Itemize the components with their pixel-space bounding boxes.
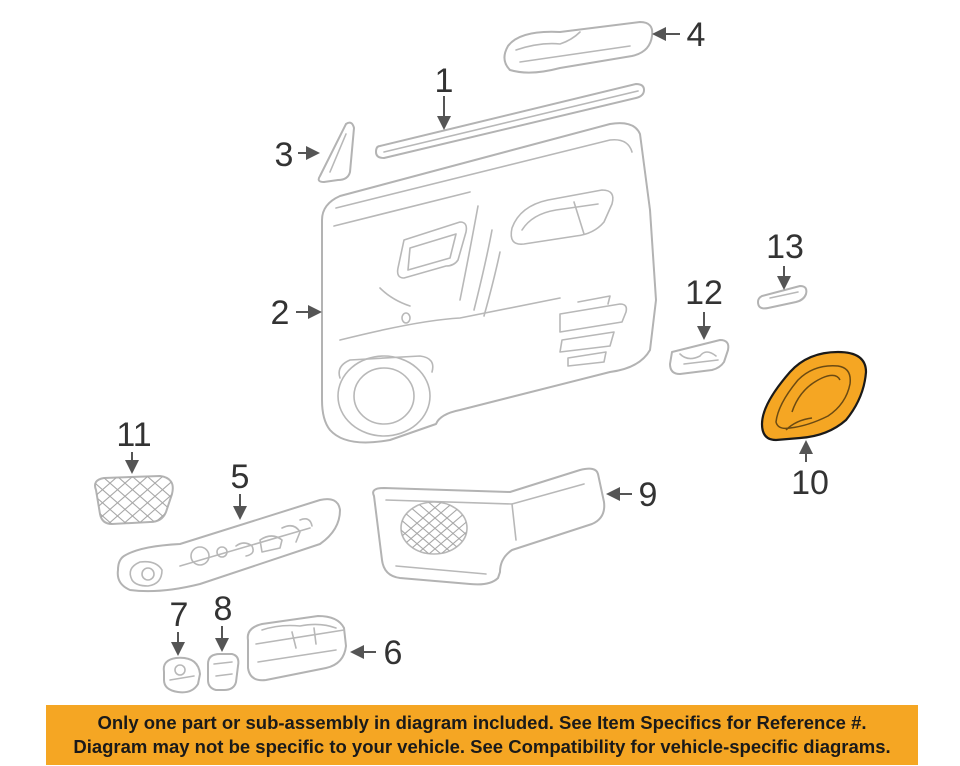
part-8-small-switch[interactable] — [207, 653, 240, 691]
callout-3: 3 — [275, 136, 294, 174]
disclaimer-line-2: Diagram may not be specific to your vehi… — [73, 736, 891, 757]
part-4-trim-cap[interactable] — [503, 21, 654, 74]
callout-5: 5 — [231, 458, 250, 496]
callout-7: 7 — [170, 596, 189, 634]
callout-8: 8 — [214, 590, 233, 628]
part-11-speaker-grille[interactable] — [45, 470, 220, 540]
disclaimer-line-1: Only one part or sub-assembly in diagram… — [97, 712, 867, 733]
callout-12: 12 — [685, 274, 723, 312]
part-7-switch-knob[interactable] — [162, 656, 201, 694]
part-13-clip[interactable] — [757, 285, 808, 310]
part-6-switch-housing[interactable] — [246, 615, 347, 682]
callout-6: 6 — [384, 634, 403, 672]
part-10-inside-handle-bezel[interactable] — [760, 350, 868, 442]
callout-4: 4 — [687, 16, 706, 54]
part-1-weatherstrip[interactable] — [375, 83, 645, 159]
callout-numbers: 1 2 3 4 5 6 7 8 9 10 11 12 13 — [116, 16, 829, 672]
callout-11: 11 — [116, 416, 151, 454]
disclaimer-banner: Only one part or sub-assembly in diagram… — [46, 705, 918, 765]
callout-10: 10 — [791, 464, 829, 502]
callout-1: 1 — [435, 62, 454, 100]
callout-13: 13 — [766, 228, 804, 266]
callout-2: 2 — [271, 294, 290, 332]
part-9-map-pocket[interactable] — [366, 467, 606, 586]
leader-lines — [125, 27, 813, 659]
part-12-handle-bezel[interactable] — [669, 339, 730, 375]
part-2-door-trim-panel[interactable] — [321, 122, 657, 444]
door-trim-exploded-diagram: 1 2 3 4 5 6 7 8 9 10 11 12 13 — [45, 16, 868, 694]
part-3-mirror-trim[interactable] — [317, 121, 355, 183]
callout-9: 9 — [639, 476, 658, 514]
part-5-armrest-switch-panel[interactable] — [116, 498, 341, 593]
